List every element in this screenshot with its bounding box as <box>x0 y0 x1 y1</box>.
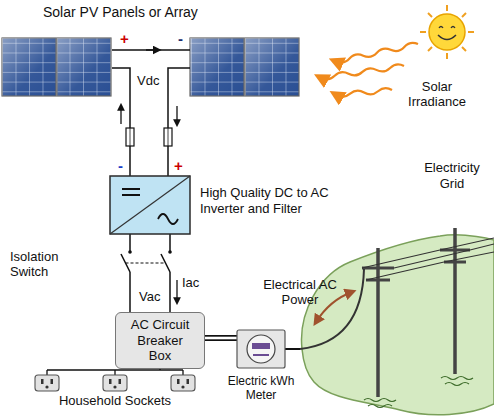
polarity-sign: - <box>118 157 123 174</box>
node-label: High Quality DC to AC Inverter and Filte… <box>200 185 365 216</box>
breaker-box: AC Circuit Breaker Box <box>115 312 205 369</box>
pv-panel <box>245 38 299 96</box>
irradiance-label: Solar Irradiance <box>400 80 474 110</box>
wire-connector <box>170 234 171 312</box>
current-arrow <box>176 106 177 124</box>
irradiance-arrows <box>320 42 418 98</box>
household-sockets: Household Sockets <box>25 370 205 410</box>
pv-panel <box>190 38 244 96</box>
socket-icon <box>35 375 59 391</box>
pv-panel <box>57 38 111 96</box>
socket-icon <box>171 375 195 391</box>
pv-panel <box>2 38 56 96</box>
irradiance-wave <box>335 42 418 64</box>
wire-path <box>205 335 237 341</box>
wire-connector <box>130 234 131 312</box>
fuse-symbol <box>164 128 172 146</box>
power-flow-arrow <box>316 292 352 322</box>
socket-wiring <box>47 370 183 375</box>
power-flow-label: Electrical AC Power <box>256 278 344 308</box>
wire-connector <box>130 96 131 176</box>
node-label: Solar PV Panels or Array <box>43 4 273 21</box>
kwh-meter-art <box>237 330 285 368</box>
wire-connector <box>205 338 237 339</box>
sun-icon <box>420 5 474 59</box>
power-lines <box>362 238 494 280</box>
panel-wiring <box>112 50 190 96</box>
irradiance-wave <box>320 64 404 81</box>
isolation-switch <box>121 250 174 272</box>
kwh-meter: Electric kWh Meter <box>237 330 285 368</box>
node-label: AC Circuit Breaker Box <box>126 317 194 364</box>
wire-path <box>129 234 131 312</box>
sun-rays <box>420 5 474 59</box>
socket-icon <box>103 375 127 391</box>
wire-connector <box>285 349 300 350</box>
sun-smile <box>438 35 456 40</box>
electricity-grid-art <box>300 232 494 420</box>
node-label: Electric kWh Meter <box>219 374 303 403</box>
switch-label: Isolation Switch <box>10 250 100 280</box>
inverter-symbol <box>110 176 190 234</box>
electricity-grid: Electricity Grid <box>300 232 494 420</box>
sun-eyes <box>439 27 455 29</box>
node-label: Electricity Grid <box>414 160 490 191</box>
grid-region <box>302 235 494 415</box>
polarity-sign: + <box>120 30 129 47</box>
wire-path <box>285 348 300 350</box>
wire-path <box>205 337 237 340</box>
voltage-label: Vac <box>139 290 160 305</box>
inverter-box-art <box>110 176 190 234</box>
polarity-sign: - <box>178 30 183 47</box>
wire-connector <box>168 96 169 176</box>
current-label: Iac <box>182 276 199 291</box>
node-label: Household Sockets <box>25 393 205 409</box>
current-arrow <box>120 106 121 124</box>
wire-path <box>169 234 171 312</box>
sun-disc <box>429 14 465 50</box>
voltage-label: Vdc <box>137 74 159 89</box>
kwh-meter-icon <box>237 330 285 368</box>
polarity-sign: + <box>174 157 183 174</box>
inverter-box: High Quality DC to AC Inverter and Filte… <box>110 176 190 234</box>
grass-marks <box>364 377 473 408</box>
irradiance-wave <box>336 88 392 98</box>
current-arrow <box>176 280 177 302</box>
fuse-symbol <box>126 128 134 146</box>
